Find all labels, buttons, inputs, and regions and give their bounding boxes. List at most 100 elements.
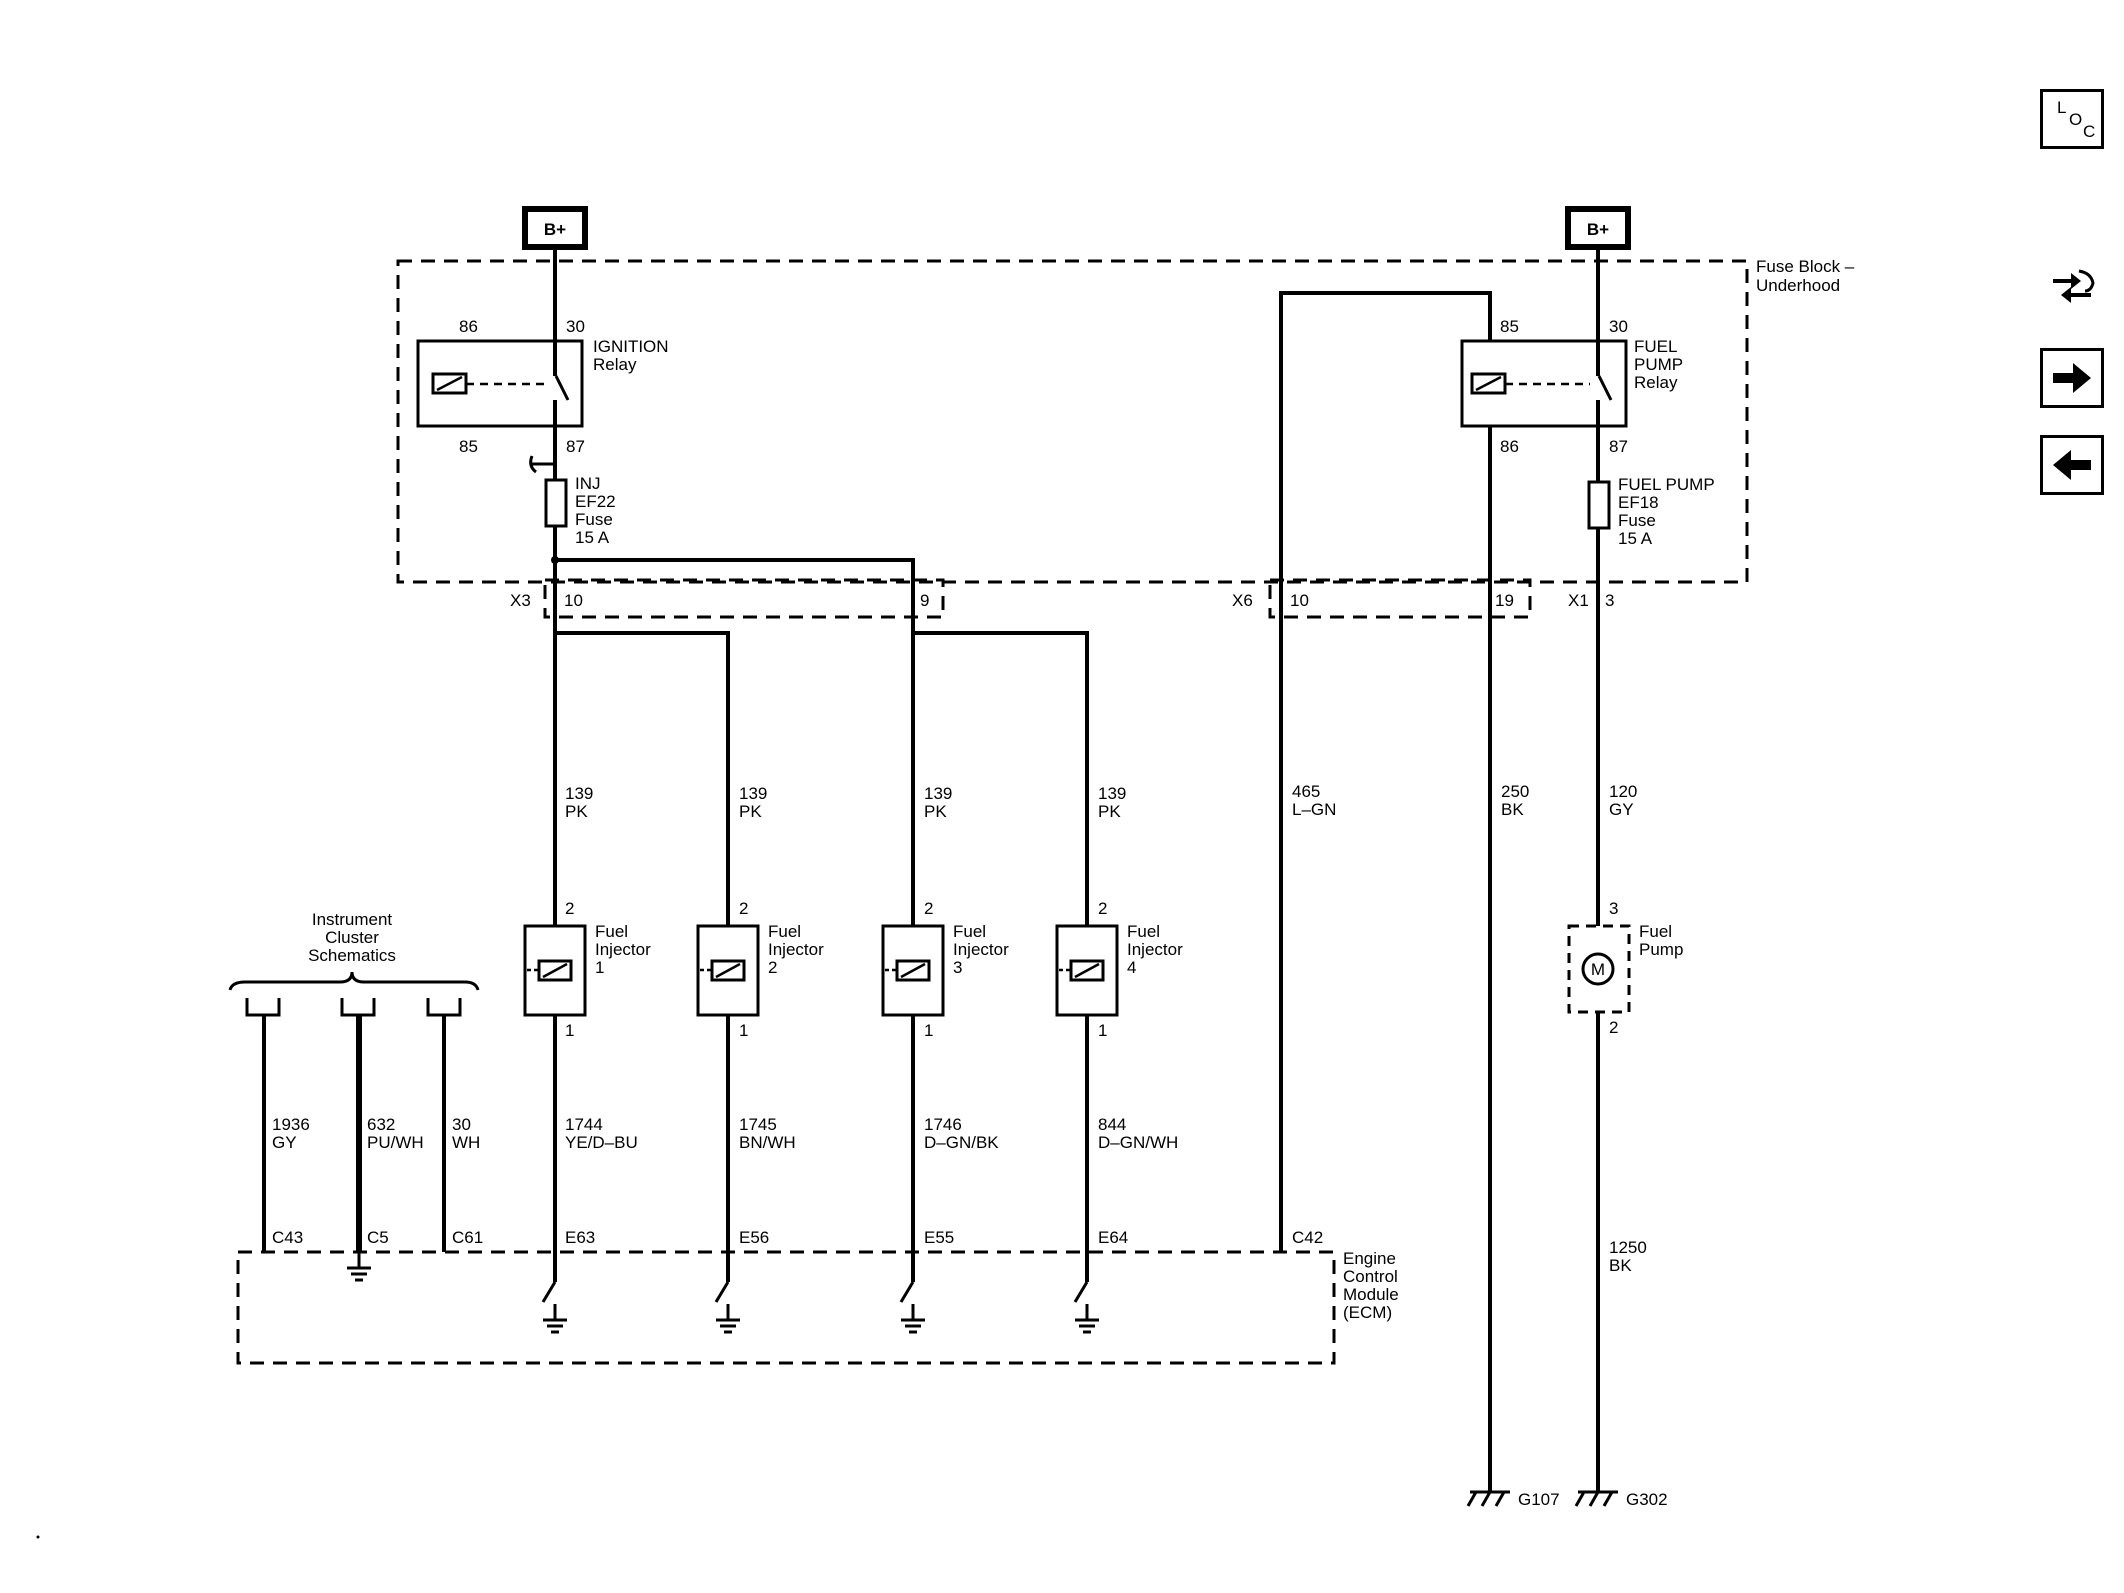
back-arrow-icon [2053,450,2091,480]
svg-text:Fuse: Fuse [1618,511,1656,530]
instrument-cluster-connectors [228,971,480,1017]
ecm-internal-switches [347,1252,1099,1334]
svg-text:10: 10 [564,591,583,610]
svg-text:2: 2 [1098,899,1107,918]
svg-text:86: 86 [1500,437,1519,456]
svg-text:30: 30 [566,317,585,336]
svg-text:10: 10 [1290,591,1309,610]
svg-text:Injector: Injector [595,940,651,959]
fuel-pump-relay [1460,339,1628,428]
svg-text:GY: GY [1609,800,1634,819]
fuel-injector-2 [696,924,760,1017]
svg-text:1: 1 [924,1021,933,1040]
fuse-block-outline [396,259,1749,584]
svg-text:139: 139 [739,784,767,803]
svg-text:D–GN/WH: D–GN/WH [1098,1133,1178,1152]
svg-text:Injector: Injector [1127,940,1183,959]
svg-text:FUEL PUMP: FUEL PUMP [1618,475,1715,494]
svg-text:1745: 1745 [739,1115,777,1134]
svg-text:Fuel: Fuel [1127,922,1160,941]
svg-text:Schematics: Schematics [308,946,396,965]
svg-text:3: 3 [1605,591,1614,610]
svg-text:3: 3 [1609,899,1618,918]
corner-dot [36,1535,40,1539]
svg-text:BK: BK [1501,800,1524,819]
wires [262,247,1600,1492]
svg-text:E64: E64 [1098,1228,1128,1247]
forward-arrow-icon [2053,363,2091,393]
svg-text:PK: PK [565,802,588,821]
svg-text:WH: WH [452,1133,480,1152]
svg-text:PU/WH: PU/WH [367,1133,424,1152]
fuel-pump-relay-label: FUEL [1634,337,1677,356]
svg-text:19: 19 [1495,591,1514,610]
b-plus-left: B+ [522,206,588,250]
ecm-label: Engine [1343,1249,1396,1268]
svg-text:15 A: 15 A [575,528,610,547]
svg-text:Fuse: Fuse [575,510,613,529]
svg-text:(ECM): (ECM) [1343,1303,1392,1322]
svg-text:632: 632 [367,1115,395,1134]
back-button[interactable] [2040,435,2104,495]
svg-text:G302: G302 [1626,1490,1668,1509]
connector-view-button[interactable] [2040,257,2104,317]
svg-text:87: 87 [1609,437,1628,456]
svg-text:E63: E63 [565,1228,595,1247]
connector-view-icon [2053,269,2095,303]
svg-text:2: 2 [1609,1018,1618,1037]
svg-text:1: 1 [595,958,604,977]
splice-dot [551,556,559,564]
fuse-block-label: Fuse Block – [1756,257,1855,276]
svg-text:Pump: Pump [1639,940,1683,959]
ground-g302 [1574,1490,1618,1507]
forward-button[interactable] [2040,348,2104,408]
svg-text:BK: BK [1609,1256,1632,1275]
fuel-injector-4 [1055,924,1119,1017]
svg-text:Module: Module [1343,1285,1399,1304]
svg-text:87: 87 [566,437,585,456]
svg-text:EF18: EF18 [1618,493,1659,512]
svg-text:G107: G107 [1518,1490,1560,1509]
motor-symbol: M [1591,960,1605,979]
svg-text:EF22: EF22 [575,492,616,511]
svg-text:PK: PK [924,802,947,821]
svg-text:X3: X3 [510,591,531,610]
svg-text:3: 3 [953,958,962,977]
svg-text:Fuel: Fuel [1639,922,1672,941]
svg-text:PK: PK [739,802,762,821]
crossover-symbol [529,455,555,474]
svg-text:139: 139 [924,784,952,803]
svg-text:1746: 1746 [924,1115,962,1134]
svg-text:Fuel: Fuel [953,922,986,941]
svg-text:INJ: INJ [575,474,601,493]
loc-icon: L [2057,98,2067,117]
svg-text:4: 4 [1127,958,1136,977]
svg-text:1936: 1936 [272,1115,310,1134]
svg-text:Injector: Injector [768,940,824,959]
svg-text:2: 2 [924,899,933,918]
fuel-pump-fuse [1587,480,1611,530]
inj-fuse [544,478,568,528]
svg-text:Underhood: Underhood [1756,276,1840,295]
svg-text:D–GN/BK: D–GN/BK [924,1133,999,1152]
svg-text:Relay: Relay [1634,373,1678,392]
svg-text:2: 2 [768,958,777,977]
loc-button[interactable]: L O C [2040,89,2104,149]
svg-text:B+: B+ [1587,220,1609,239]
fuel-injector-3 [881,924,945,1017]
svg-text:1: 1 [1098,1021,1107,1040]
svg-text:15 A: 15 A [1618,529,1653,548]
svg-text:1250: 1250 [1609,1238,1647,1257]
svg-text:120: 120 [1609,782,1637,801]
svg-text:2: 2 [565,899,574,918]
svg-text:30: 30 [1609,317,1628,336]
svg-text:C43: C43 [272,1228,303,1247]
svg-text:BN/WH: BN/WH [739,1133,796,1152]
svg-text:85: 85 [1500,317,1519,336]
ground-g107 [1466,1490,1510,1507]
svg-text:C5: C5 [367,1228,389,1247]
svg-text:B+: B+ [544,220,566,239]
svg-text:9: 9 [920,591,929,610]
svg-text:30: 30 [452,1115,471,1134]
svg-text:Injector: Injector [953,940,1009,959]
